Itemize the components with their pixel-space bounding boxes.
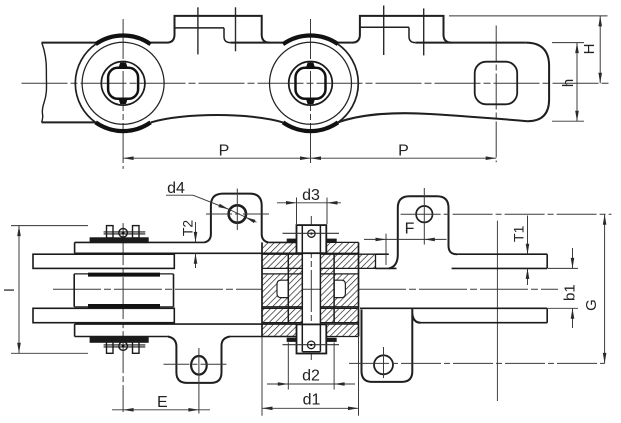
svg-text:d4: d4 <box>167 180 185 197</box>
svg-text:T1: T1 <box>511 225 527 242</box>
svg-text:d3: d3 <box>302 187 320 204</box>
svg-text:G: G <box>583 299 600 311</box>
svg-text:d2: d2 <box>302 368 320 385</box>
svg-text:T2: T2 <box>180 220 196 237</box>
svg-text:P: P <box>219 143 230 160</box>
svg-text:E: E <box>157 394 168 411</box>
svg-text:h: h <box>560 79 577 87</box>
svg-text:d1: d1 <box>303 392 321 409</box>
svg-text:P: P <box>398 143 409 160</box>
svg-text:l: l <box>1 288 17 291</box>
svg-text:H: H <box>581 44 598 55</box>
svg-text:b1: b1 <box>562 284 579 301</box>
svg-text:F: F <box>405 220 415 237</box>
